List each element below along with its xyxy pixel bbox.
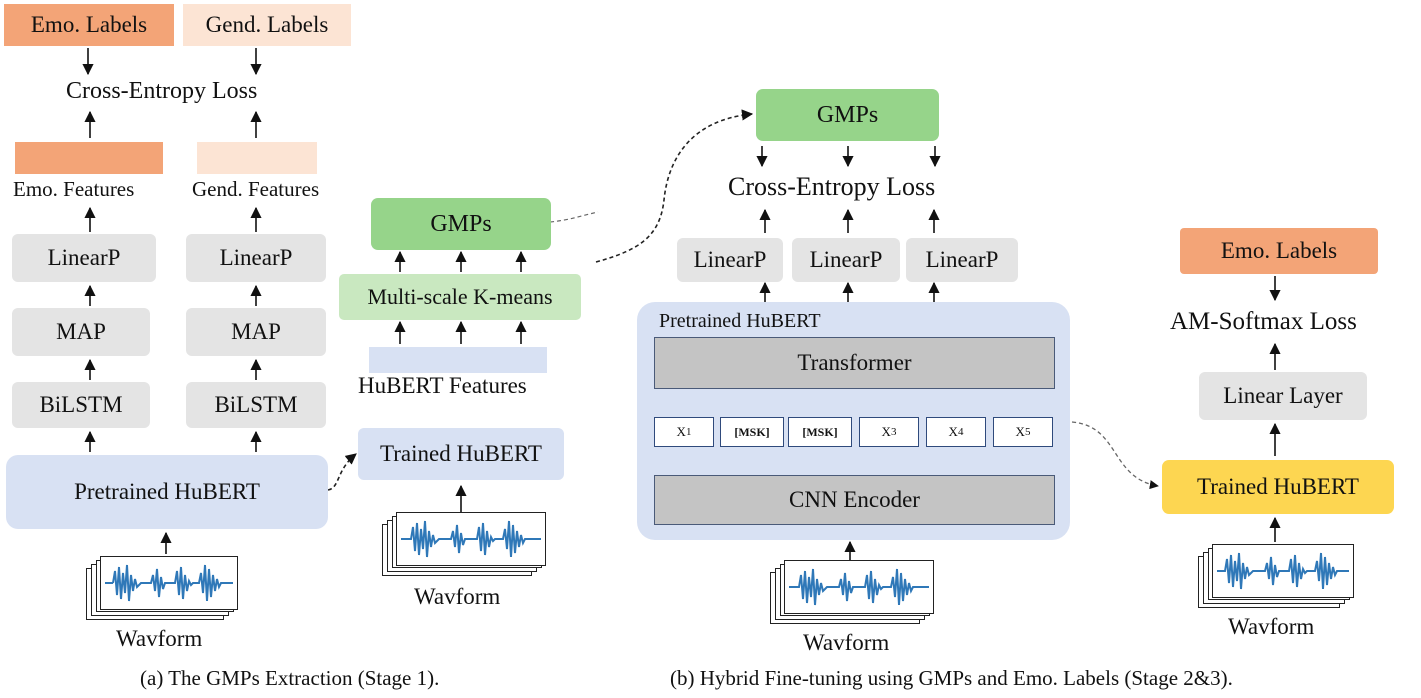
stage1-pretrained-hubert-text: Pretrained HuBERT: [74, 479, 260, 504]
cnn-encoder-text: CNN Encoder: [789, 487, 920, 512]
gend-labels-box: Gend. Labels: [183, 4, 351, 46]
kmeans-trained-hubert-box: Trained HuBERT: [358, 428, 564, 480]
emo-map-box: MAP: [12, 308, 150, 356]
emo-labels-box: Emo. Labels: [4, 4, 174, 46]
stage3-trained-hubert-box: Trained HuBERT: [1162, 460, 1394, 514]
emo-bilstm-text: BiLSTM: [39, 392, 123, 417]
gend-linearp-text: LinearP: [219, 245, 293, 270]
stage2-linearp-text-3: LinearP: [925, 247, 999, 272]
emo-map-text: MAP: [56, 319, 106, 344]
stage2-linearp-box-1: LinearP: [677, 238, 783, 282]
emo-features-bar: [15, 142, 163, 174]
stage3-emo-labels-box: Emo. Labels: [1180, 228, 1378, 274]
linear-layer-box: Linear Layer: [1199, 372, 1367, 420]
stage1-cross-entropy-loss: Cross-Entropy Loss: [66, 78, 258, 104]
emo-linearp-box: LinearP: [12, 234, 156, 282]
hubert-features-label: HuBERT Features: [358, 373, 527, 398]
token-x4-sub: 4: [957, 426, 964, 438]
gend-features-bar: [197, 142, 317, 174]
stage2-linearp-text-1: LinearP: [693, 247, 767, 272]
gend-map-text: MAP: [231, 319, 281, 344]
stage2-cross-entropy-loss: Cross-Entropy Loss: [728, 172, 936, 201]
kmeans-trained-hubert-text: Trained HuBERT: [380, 441, 542, 466]
gend-map-box: MAP: [186, 308, 326, 356]
kmeans-gmps-text: GMPs: [430, 210, 492, 237]
token-msk-2-text: [MSK]: [802, 424, 838, 439]
stage3-trained-hubert-text: Trained HuBERT: [1197, 474, 1359, 499]
waveform-icon: [396, 512, 546, 566]
token-x4-text: X: [948, 424, 958, 439]
gend-bilstm-text: BiLSTM: [214, 392, 298, 417]
gend-features-label: Gend. Features: [192, 177, 320, 201]
stage1-waveform-stack: [86, 556, 238, 622]
token-msk-2: [MSK]: [788, 417, 852, 447]
gend-labels-text: Gend. Labels: [205, 12, 329, 37]
emo-bilstm-box: BiLSTM: [12, 382, 150, 428]
caption-b: (b) Hybrid Fine-tuning using GMPs and Em…: [670, 666, 1233, 690]
caption-a: (a) The GMPs Extraction (Stage 1).: [140, 666, 440, 690]
multiscale-kmeans-box: Multi-scale K-means: [339, 274, 581, 320]
transformer-box: Transformer: [654, 337, 1055, 389]
stage3-waveform-stack: [1198, 544, 1354, 610]
transformer-text: Transformer: [797, 350, 912, 375]
token-x5-sub: 5: [1024, 426, 1031, 438]
token-x5-text: X: [1015, 424, 1025, 439]
stage2-linearp-box-2: LinearP: [792, 238, 900, 282]
stage2-gmps-box: GMPs: [756, 89, 939, 141]
stage3-wavform-label: Wavform: [1228, 614, 1315, 639]
stage2-gmps-text: GMPs: [816, 101, 879, 128]
stage2-linearp-text-2: LinearP: [809, 247, 883, 272]
token-msk-1: [MSK]: [720, 417, 784, 447]
stage2-pretrained-hubert-label: Pretrained HuBERT: [659, 310, 821, 332]
gend-linearp-box: LinearP: [186, 234, 326, 282]
waveform-icon: [1212, 544, 1354, 598]
stage2-wavform-label: Wavform: [803, 630, 890, 655]
token-x3-text: X: [881, 424, 891, 439]
token-x3-sub: 3: [890, 426, 897, 438]
token-msk-1-text: [MSK]: [734, 424, 770, 439]
emo-labels-text: Emo. Labels: [30, 12, 148, 37]
am-softmax-loss: AM-Softmax Loss: [1170, 308, 1357, 335]
kmeans-gmps-box: GMPs: [371, 198, 551, 250]
multiscale-kmeans-text: Multi-scale K-means: [367, 284, 553, 309]
token-x1-sub: 1: [685, 426, 692, 438]
stage1-pretrained-hubert-box: Pretrained HuBERT: [6, 455, 328, 529]
waveform-icon: [784, 560, 934, 614]
stage2-waveform-stack: [770, 560, 934, 626]
stage3-emo-labels-text: Emo. Labels: [1220, 238, 1338, 263]
emo-linearp-text: LinearP: [47, 245, 121, 270]
gend-bilstm-box: BiLSTM: [186, 382, 326, 428]
hubert-features-bar: [369, 347, 547, 373]
cnn-encoder-box: CNN Encoder: [654, 475, 1055, 525]
linear-layer-text: Linear Layer: [1223, 383, 1343, 408]
emo-features-label: Emo. Features: [13, 177, 135, 201]
token-x1-text: X: [676, 424, 686, 439]
kmeans-waveform-stack: [382, 512, 546, 578]
waveform-icon: [100, 556, 238, 610]
kmeans-wavform-label: Wavform: [414, 584, 501, 609]
stage1-wavform-label: Wavform: [116, 626, 203, 651]
stage2-linearp-box-3: LinearP: [906, 238, 1018, 282]
